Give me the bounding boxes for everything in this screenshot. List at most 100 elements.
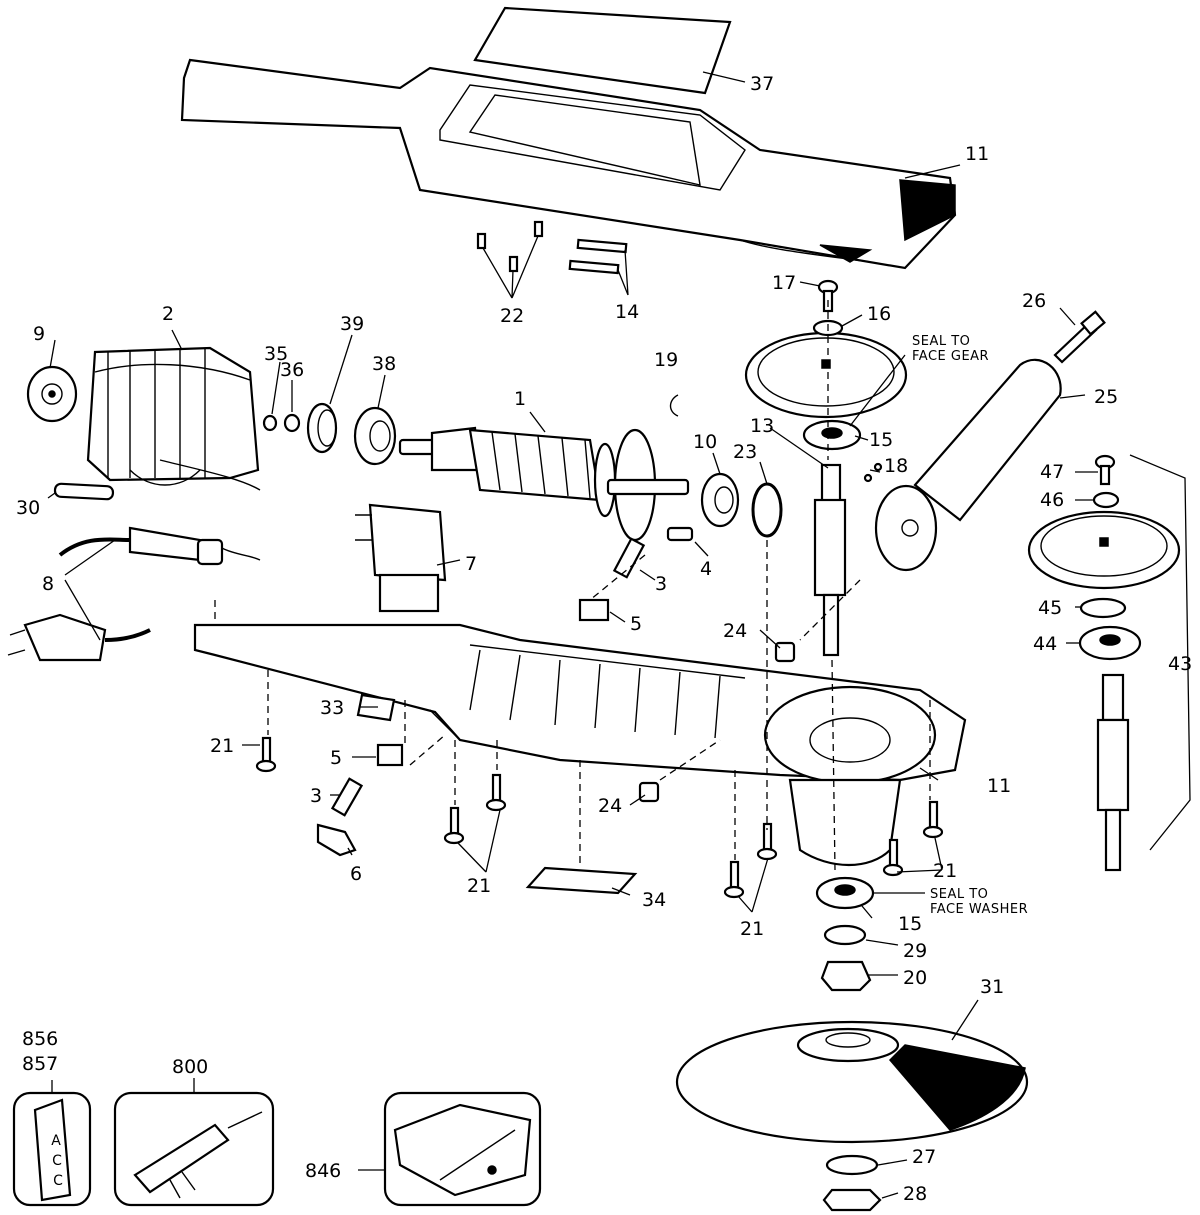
nut-24-upper [774, 641, 796, 663]
label-38: 38 [372, 353, 396, 375]
label-29: 29 [903, 940, 927, 962]
label-plate-34 [525, 866, 638, 895]
retaining-clip-19 [669, 394, 679, 417]
label-30: 30 [16, 497, 40, 519]
note-seal-washer-line2: FACE WASHER [930, 902, 1028, 917]
label-33: 33 [320, 697, 344, 719]
label-11-top: 11 [965, 143, 989, 165]
pin-18 [863, 462, 883, 483]
acc-letter-c1: C [52, 1153, 62, 1169]
label-6: 6 [350, 863, 362, 885]
note-seal-washer-line1: SEAL TO [930, 887, 988, 902]
part-number-labels: 37 11 22 14 17 16 26 9 2 35 36 39 38 19 … [16, 73, 1192, 1205]
label-24-lower: 24 [598, 795, 622, 817]
side-handle-25 [874, 358, 1062, 572]
label-856: 856 [22, 1028, 58, 1050]
polishing-disc-31 [675, 1020, 1029, 1144]
label-1: 1 [514, 388, 526, 410]
spring-6 [316, 823, 357, 857]
note-seal-gear-line1: SEAL TO [912, 334, 970, 349]
washer-46 [1092, 491, 1120, 509]
label-17: 17 [772, 272, 796, 294]
label-31: 31 [980, 976, 1004, 998]
label-21-right: 21 [933, 860, 957, 882]
acc-letter-a: A [51, 1133, 61, 1149]
label-5-lower: 5 [330, 747, 342, 769]
label-10: 10 [693, 431, 717, 453]
armature [398, 426, 690, 542]
label-15-lower: 15 [898, 913, 922, 935]
end-cap-9 [26, 365, 78, 423]
bearing-15-lower [815, 876, 875, 910]
washer-35 [262, 414, 278, 432]
label-28: 28 [903, 1183, 927, 1205]
label-7: 7 [465, 553, 477, 575]
gear-43 [1027, 510, 1181, 590]
label-34: 34 [642, 889, 666, 911]
spindle-13 [813, 463, 847, 657]
label-16: 16 [867, 303, 891, 325]
label-800: 800 [172, 1056, 208, 1078]
field-stator [86, 346, 261, 491]
pins-22 [476, 220, 544, 273]
label-4: 4 [700, 558, 712, 580]
label-15-upper: 15 [869, 429, 893, 451]
label-35: 35 [264, 343, 288, 365]
label-857: 857 [22, 1053, 58, 1075]
label-36: 36 [280, 359, 304, 381]
label-44: 44 [1033, 633, 1057, 655]
alignment-lines [214, 300, 931, 871]
label-23: 23 [733, 441, 757, 463]
switch-7 [355, 503, 447, 613]
brush-box-5-lower [376, 743, 404, 767]
label-8: 8 [42, 573, 54, 595]
label-21-center-left: 21 [467, 875, 491, 897]
bolt-26 [1053, 310, 1106, 364]
label-846: 846 [305, 1160, 341, 1182]
label-21-left: 21 [210, 735, 234, 757]
washer-29 [823, 924, 867, 946]
label-22: 22 [500, 305, 524, 327]
sleeve-30 [53, 482, 115, 501]
label-sheet-37 [473, 6, 732, 95]
spindle-43 [1096, 673, 1130, 872]
label-21-center: 21 [740, 918, 764, 940]
label-26: 26 [1022, 290, 1046, 312]
washer-36 [283, 413, 301, 433]
note-seal-gear-line2: FACE GEAR [912, 349, 989, 364]
bearing-38 [353, 406, 397, 466]
label-3-upper: 3 [655, 573, 667, 595]
label-18: 18 [884, 455, 908, 477]
screw-47 [1094, 454, 1116, 486]
label-11-bottom: 11 [987, 775, 1011, 797]
label-46: 46 [1040, 489, 1064, 511]
label-39: 39 [340, 313, 364, 335]
screws-21 [255, 736, 944, 899]
label-25: 25 [1094, 386, 1118, 408]
label-27: 27 [912, 1146, 936, 1168]
nut-20 [820, 960, 872, 992]
label-3-lower: 3 [310, 785, 322, 807]
bearing-10 [700, 472, 740, 528]
label-20: 20 [903, 967, 927, 989]
parts-kit-846 [383, 1091, 542, 1207]
label-45: 45 [1038, 597, 1062, 619]
nut-24-lower [638, 781, 660, 803]
brush-3-lower [330, 777, 364, 817]
gear-housing-11 [193, 623, 967, 866]
washer-27 [825, 1154, 879, 1176]
acc-letter-c2: C [53, 1173, 63, 1189]
label-9: 9 [33, 323, 45, 345]
brush-holder-4 [666, 526, 694, 542]
top-housing-cover [180, 58, 957, 270]
washer-45 [1079, 597, 1127, 619]
bracket-43 [1129, 454, 1191, 851]
label-24-upper: 24 [723, 620, 747, 642]
label-5-upper: 5 [630, 613, 642, 635]
brush-kit-800 [113, 1091, 275, 1207]
bearing-44 [1078, 625, 1142, 661]
label-2: 2 [162, 303, 174, 325]
label-37: 37 [750, 73, 774, 95]
nut-28 [822, 1188, 882, 1212]
